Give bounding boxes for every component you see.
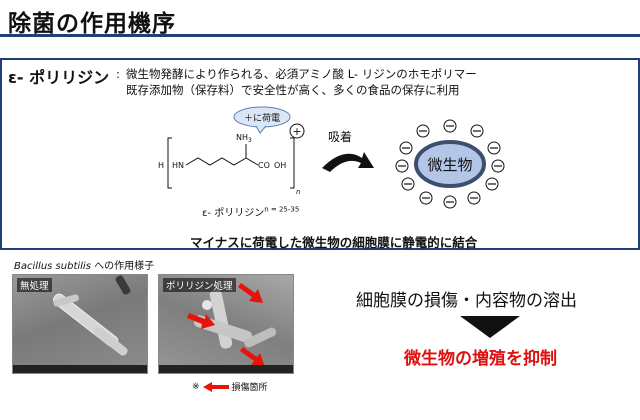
negative-charge-icon	[443, 119, 457, 133]
photo-untreated-tag: 無処理	[17, 278, 52, 292]
binding-summary: マイナスに荷電した微生物の細胞膜に静電的に結合	[190, 235, 478, 250]
negative-charge-icon	[491, 159, 505, 173]
h-atom: H	[158, 161, 164, 170]
repeat-n: n	[296, 188, 300, 196]
negative-charge-icon	[467, 191, 481, 205]
negative-charge-icon	[419, 191, 433, 205]
damage-note: ※ 損傷箇所	[192, 380, 268, 393]
growth-inhibition-text: 微生物の増殖を抑制	[404, 349, 557, 369]
oh-group: OH	[274, 161, 286, 170]
microbe-cell	[414, 140, 486, 188]
negative-charges	[395, 119, 505, 209]
observation-label: Bacillus subtilis への作用様子	[14, 261, 155, 272]
nh3-group: NH3	[236, 133, 252, 144]
down-triangle-icon	[460, 316, 520, 338]
negative-charge-icon	[443, 195, 457, 209]
note-mark: ※	[192, 381, 200, 392]
damage-arrow-icon	[187, 283, 265, 367]
negative-charge-icon	[416, 124, 430, 138]
carbonyl-bond	[245, 157, 259, 166]
damaged-bacteria-image	[187, 283, 277, 367]
positive-charge-icon	[289, 123, 305, 139]
negative-charge-icon	[470, 124, 484, 138]
negative-charge-icon	[399, 141, 413, 155]
photo-treated-tag: ポリリジン処理	[163, 278, 236, 292]
bracket-left	[167, 137, 172, 189]
bubble-text: ＋に荷電	[244, 113, 280, 124]
curved-arrow-icon	[322, 152, 374, 172]
scale-bar	[13, 365, 147, 373]
rod-bacteria-image	[53, 275, 131, 356]
description-colon: :	[116, 67, 120, 81]
polylysine-structure: ＋に荷電 + H HN NH3 CO OH n	[158, 106, 305, 196]
negative-charge-icon	[395, 159, 409, 173]
term-label: ε- ポリリジン	[8, 68, 110, 87]
microbe-label: 微生物	[427, 156, 472, 174]
mechanism-panel: ε- ポリリジン : 微生物発酵により作られる、必須アミノ酸 L- リジンのホモ…	[0, 58, 640, 250]
co-group: CO	[258, 161, 270, 170]
negative-charge-icon	[487, 141, 501, 155]
title-underline	[0, 34, 640, 37]
membrane-damage-text: 細胞膜の損傷・内容物の溶出	[356, 291, 577, 311]
hn-group: HN	[172, 161, 184, 170]
carbon-chain	[185, 157, 247, 166]
microbe-diagram: 微生物	[395, 119, 505, 209]
note-text: 損傷箇所	[231, 383, 268, 393]
description-line-1: 微生物発酵により作られる、必須アミノ酸 L- リジンのホモポリマー	[126, 67, 477, 81]
negative-charge-icon	[401, 177, 415, 191]
sem-photo-untreated: 無処理	[12, 274, 148, 374]
page-title: 除菌の作用機序	[8, 11, 176, 37]
negative-charge-icon	[485, 177, 499, 191]
bracket-right	[290, 137, 295, 189]
description-line-2: 既存添加物（保存料）で安全性が高く、多くの食品の保存に利用	[126, 83, 460, 97]
structure-caption: ε- ポリリジンn = 25-35	[202, 205, 300, 219]
red-arrow-icon	[202, 381, 229, 392]
positive-charge-sign: +	[292, 125, 301, 138]
description: : 微生物発酵により作られる、必須アミノ酸 L- リジンのホモポリマー 既存添加…	[116, 66, 477, 98]
bubble-tail	[255, 125, 267, 134]
sem-photo-treated: ポリリジン処理	[158, 274, 294, 374]
scale-bar	[159, 365, 293, 373]
adsorb-label: 吸着	[328, 130, 353, 144]
